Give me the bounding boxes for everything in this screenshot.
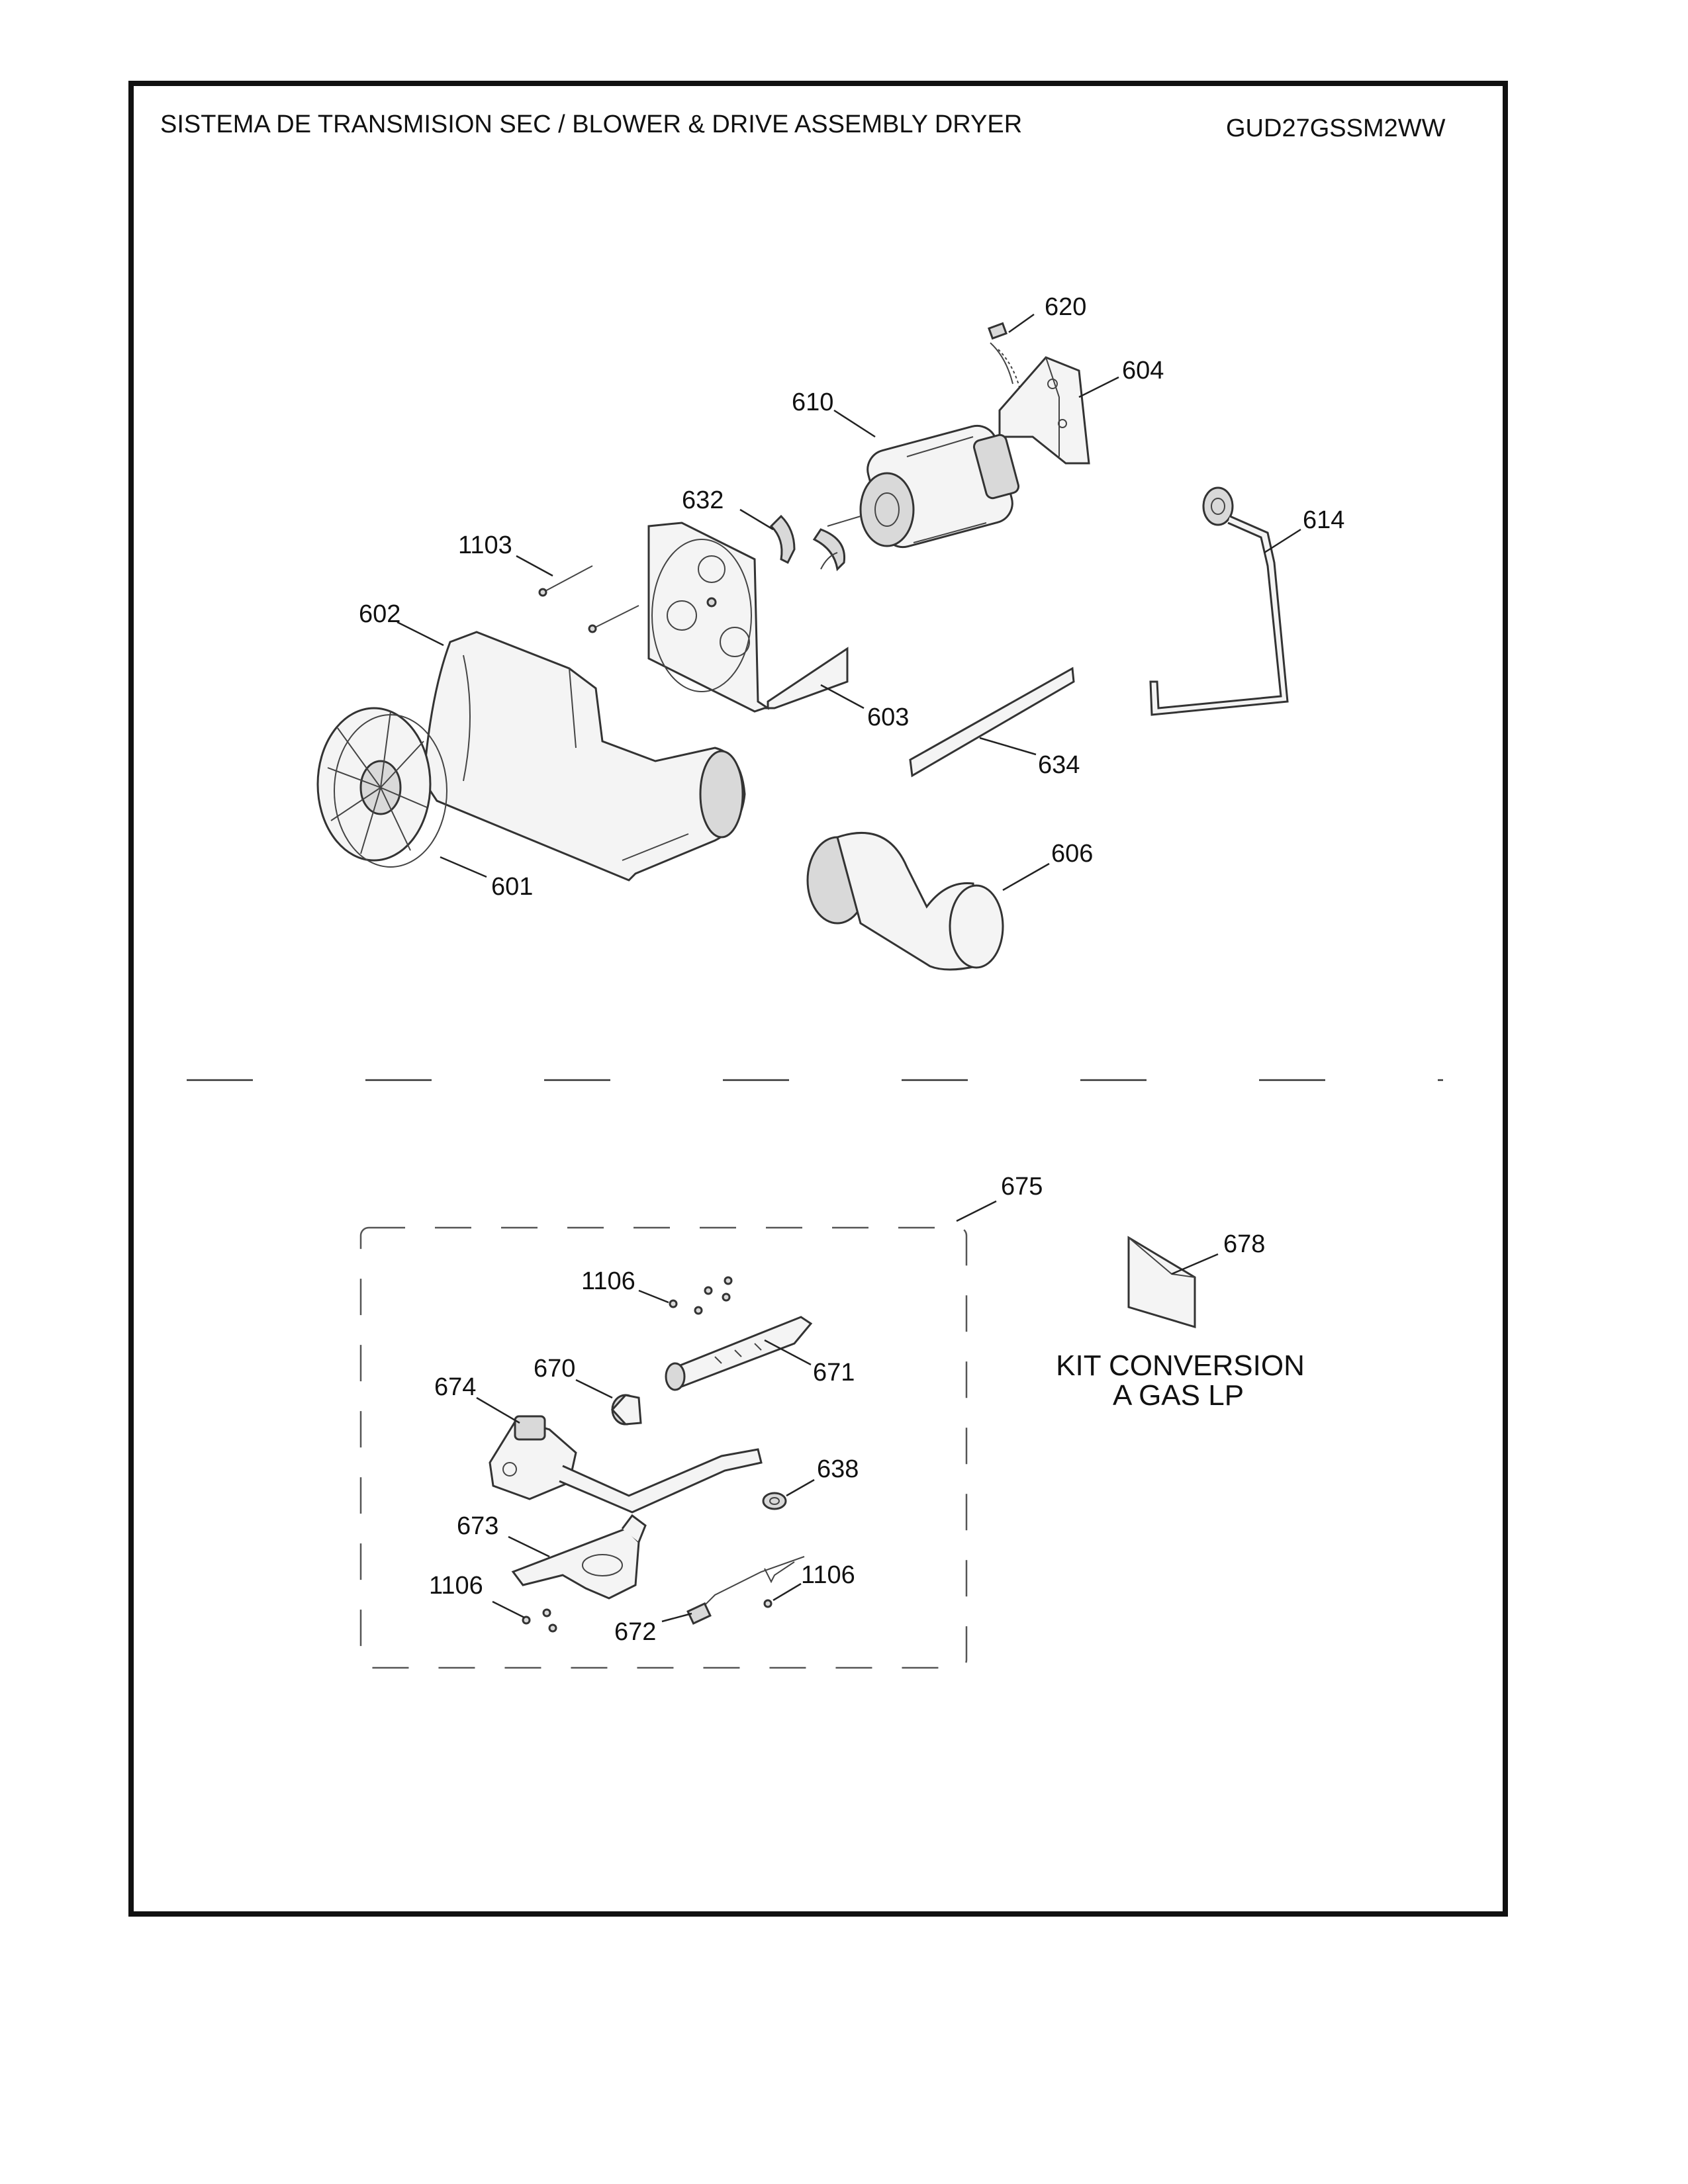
leader-670 [575, 1379, 613, 1399]
callout-604: 604 [1122, 357, 1164, 385]
leader-606 [1002, 862, 1050, 891]
leader-604 [1078, 376, 1119, 398]
callout-678: 678 [1223, 1230, 1265, 1258]
callout-1106-right: 1106 [801, 1561, 855, 1589]
leader-634 [979, 737, 1037, 756]
part-632-bearings [769, 514, 846, 572]
kit-675-group-box [359, 1226, 968, 1669]
leader-1106-right [773, 1582, 802, 1602]
leader-671 [764, 1339, 812, 1366]
part-1106-screws-top [669, 1276, 733, 1315]
callout-638: 638 [817, 1455, 859, 1483]
part-603-bulkhead [647, 522, 849, 713]
leader-1106-top [638, 1289, 669, 1304]
leader-601 [440, 856, 487, 878]
part-671-burner [665, 1316, 813, 1391]
callout-675: 675 [1001, 1173, 1043, 1201]
leader-675 [956, 1200, 997, 1222]
sheet-border [128, 81, 1508, 1917]
part-634-strip [909, 666, 1075, 778]
part-614-idler-arm [1149, 486, 1289, 716]
part-678-envelope [1127, 1236, 1196, 1329]
callout-603: 603 [867, 704, 909, 731]
leader-678 [1171, 1253, 1219, 1275]
leader-610 [833, 409, 876, 438]
part-674-gas-valve [489, 1415, 763, 1514]
callout-601: 601 [491, 873, 533, 901]
callout-632: 632 [682, 486, 724, 514]
part-673-bracket [511, 1514, 647, 1600]
part-672-igniter [686, 1556, 805, 1625]
part-602-blower-housing [422, 631, 746, 882]
leader-632 [739, 508, 774, 531]
callout-1103: 1103 [458, 531, 512, 559]
callout-620: 620 [1045, 293, 1086, 321]
diagram-title: SISTEMA DE TRANSMISION SEC / BLOWER & DR… [160, 111, 1022, 138]
kit-caption-line2: A GAS LP [1113, 1379, 1244, 1412]
callout-1106-top: 1106 [581, 1267, 635, 1295]
leader-1103 [516, 555, 553, 577]
part-610-motor [827, 424, 1020, 549]
callout-1106-left: 1106 [429, 1572, 483, 1600]
callout-670: 670 [534, 1355, 575, 1383]
part-606-duct [806, 831, 1004, 971]
model-number: GUD27GSSM2WW [1226, 114, 1446, 142]
part-1103-screws [538, 565, 639, 633]
leader-1106-left [492, 1600, 525, 1619]
callout-614: 614 [1303, 506, 1344, 534]
callout-674: 674 [434, 1373, 476, 1401]
part-620-clip [988, 322, 1020, 388]
leader-672 [661, 1612, 692, 1623]
callout-610: 610 [792, 388, 833, 416]
kit-caption-line1: KIT CONVERSION [1056, 1349, 1305, 1382]
callout-671: 671 [813, 1359, 855, 1387]
callout-672: 672 [614, 1618, 656, 1646]
callout-634: 634 [1038, 751, 1080, 779]
callout-606: 606 [1051, 840, 1093, 868]
callout-602: 602 [359, 600, 400, 628]
leader-614 [1264, 528, 1301, 554]
leader-638 [786, 1479, 815, 1497]
part-604-bracket [998, 356, 1090, 465]
part-670-orifice [610, 1394, 642, 1426]
leader-673 [508, 1535, 550, 1558]
leader-620 [1008, 313, 1035, 334]
part-1106-screws-left [522, 1608, 557, 1633]
part-1106-screw-right [763, 1599, 773, 1608]
leader-602 [397, 621, 444, 647]
callout-673: 673 [457, 1512, 498, 1540]
part-601-blower-wheel [316, 707, 447, 868]
leader-603 [820, 684, 865, 709]
part-638-grommet [762, 1492, 787, 1510]
leader-674 [476, 1396, 520, 1424]
